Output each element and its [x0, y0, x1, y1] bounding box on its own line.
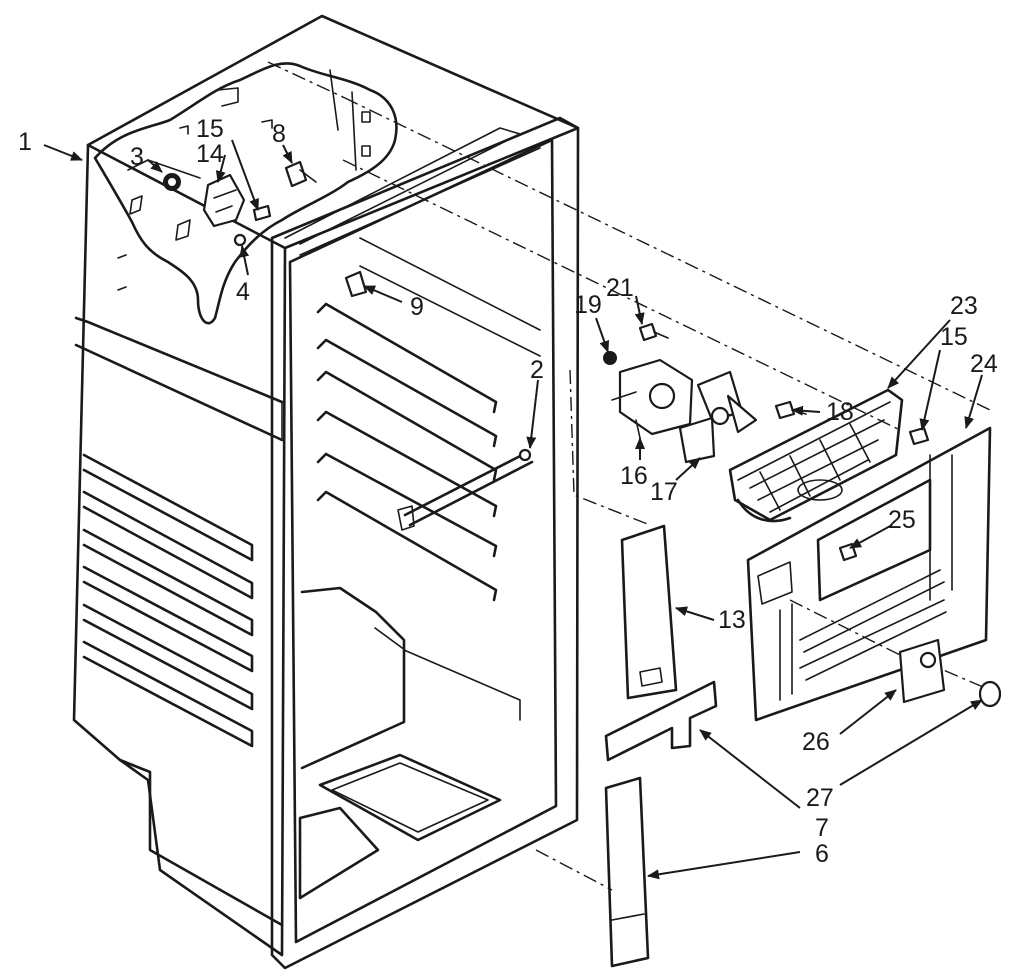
callout-8: 8: [272, 120, 286, 148]
callout-26: 26: [802, 728, 830, 756]
callout-16: 16: [620, 462, 648, 490]
part-8-clip: [284, 160, 317, 188]
shelves: [316, 237, 541, 602]
part-9-bulb-socket: [344, 270, 368, 298]
part-4-nut: [233, 233, 247, 247]
part-3-knob: [147, 159, 201, 191]
part-16-fan-motor: [611, 358, 694, 439]
cabinet-outline: [72, 14, 580, 970]
callout-24: 24: [970, 350, 998, 378]
callout-labels: 1 2 3 4 6 7 8 9 13 14 15 15 16 17 18 19 …: [18, 115, 998, 868]
callout-4: 4: [236, 278, 250, 306]
callout-1: 1: [18, 128, 32, 156]
part-6-air-duct: [604, 776, 650, 968]
callout-23: 23: [950, 292, 978, 320]
callout-19: 19: [574, 291, 602, 319]
callout-9: 9: [410, 293, 424, 321]
callout-15-upper: 15: [196, 115, 224, 143]
callout-6: 6: [815, 840, 829, 868]
callout-14: 14: [196, 140, 224, 168]
part-24-rear-panel: [746, 426, 992, 722]
callout-7: 7: [815, 814, 829, 842]
part-14-thermostat: [202, 173, 246, 228]
callout-27: 27: [806, 784, 834, 812]
cutaway-view: [93, 62, 398, 325]
callout-21: 21: [606, 274, 634, 302]
part-7-baffle: [604, 680, 718, 762]
part-27-plug: [978, 680, 1002, 708]
lower-compartment: [298, 586, 521, 900]
part-2-rod: [397, 448, 534, 531]
callout-25: 25: [888, 506, 916, 534]
part-13-duct-cover: [620, 524, 678, 700]
part-21-screw: [638, 322, 669, 342]
callout-2: 2: [530, 356, 544, 384]
callout-13: 13: [718, 606, 746, 634]
part-23-fan-shroud: [728, 388, 904, 523]
callout-arrows: [43, 139, 983, 880]
part-26-bracket: [898, 638, 946, 704]
part-19-grommet: [603, 351, 617, 365]
callout-15-lower: 15: [940, 323, 968, 351]
callout-18: 18: [826, 398, 854, 426]
part-17-fan-blade: [678, 370, 758, 464]
callout-3: 3: [130, 143, 144, 171]
callout-17: 17: [650, 478, 678, 506]
part-15-screw-lower: [908, 426, 930, 446]
